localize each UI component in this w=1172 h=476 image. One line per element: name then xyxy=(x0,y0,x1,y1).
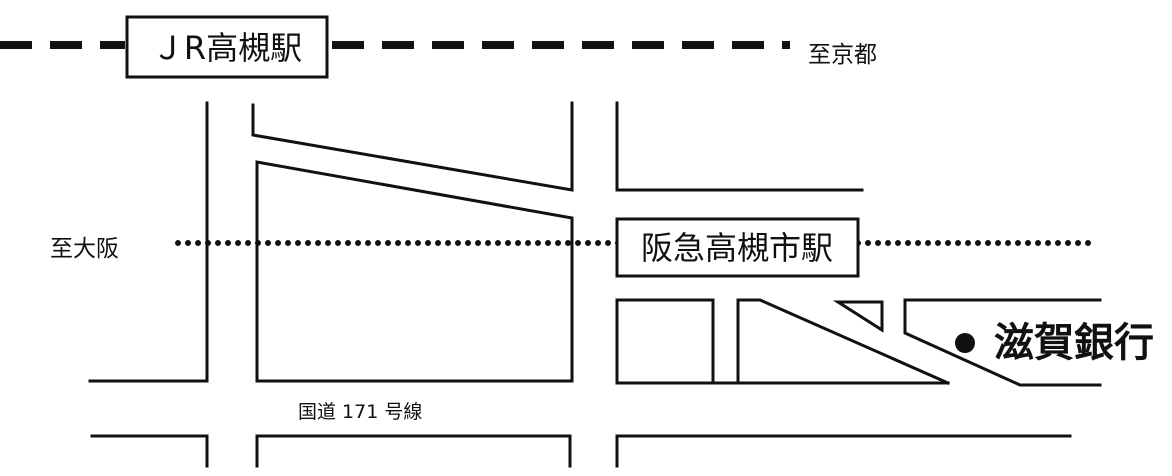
street-small-triangle-block xyxy=(832,300,884,333)
street-bank-block xyxy=(903,298,1102,387)
hankyu-station-label: 阪急高槻市駅 xyxy=(641,229,833,267)
to-osaka-label: 至大阪 xyxy=(50,236,119,262)
street-top-left-block xyxy=(251,101,574,192)
to-kyoto-label: 至京都 xyxy=(808,42,877,68)
jr-station-box xyxy=(125,15,329,79)
street-road-south-edge-west xyxy=(90,434,209,468)
street-network xyxy=(88,101,1102,468)
street-top-right-block xyxy=(615,101,864,192)
street-road-south-edge-middle xyxy=(255,434,572,468)
street-triangle-block xyxy=(736,298,950,385)
bank-location-marker xyxy=(955,333,975,353)
bank-label: 滋賀銀行 xyxy=(994,320,1154,366)
street-left-block xyxy=(255,160,574,383)
hankyu-station-box xyxy=(615,217,860,278)
street-road-south-edge-east xyxy=(615,434,1072,468)
route-171-label: 国道 171 号線 xyxy=(298,401,422,423)
jr-station-label: ＪR高槻駅 xyxy=(152,29,302,67)
street-square-block xyxy=(615,298,715,385)
